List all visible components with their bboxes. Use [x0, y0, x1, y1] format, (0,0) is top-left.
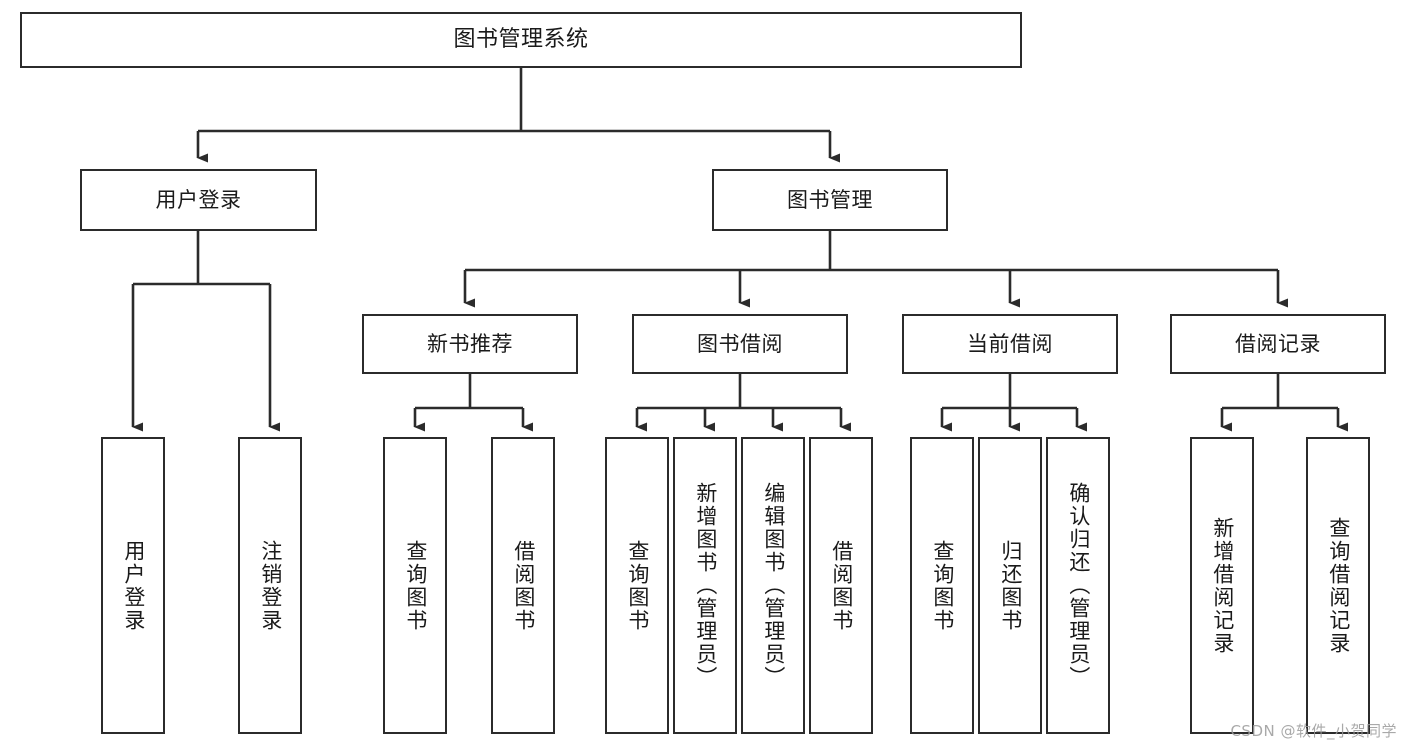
node-current-borrow[interactable]: 当前借阅: [902, 314, 1118, 374]
watermark: CSDN @软件_小贺同学: [1230, 722, 1397, 740]
node-label: 查询图书: [930, 539, 955, 632]
leaf-query-book-borrow[interactable]: 查询图书: [605, 437, 669, 734]
node-label: 编辑图书（管理员）: [761, 482, 786, 689]
node-label: 归还图书: [998, 539, 1023, 632]
leaf-borrow-book[interactable]: 借阅图书: [809, 437, 873, 734]
node-label: 确认归还（管理员）: [1066, 482, 1091, 689]
node-label: 图书借阅: [697, 331, 783, 356]
leaf-add-borrow-record[interactable]: 新增借阅记录: [1190, 437, 1254, 734]
node-borrow-record[interactable]: 借阅记录: [1170, 314, 1386, 374]
node-label: 图书管理: [787, 187, 873, 212]
node-label: 借阅记录: [1235, 331, 1321, 356]
leaf-query-borrow-record[interactable]: 查询借阅记录: [1306, 437, 1370, 734]
leaf-query-book-current[interactable]: 查询图书: [910, 437, 974, 734]
node-root-system[interactable]: 图书管理系统: [20, 12, 1022, 68]
node-new-book-recommend[interactable]: 新书推荐: [362, 314, 578, 374]
leaf-query-book-new[interactable]: 查询图书: [383, 437, 447, 734]
leaf-edit-book-admin[interactable]: 编辑图书（管理员）: [741, 437, 805, 734]
leaf-user-login[interactable]: 用户登录: [101, 437, 165, 734]
leaf-add-book-admin[interactable]: 新增图书（管理员）: [673, 437, 737, 734]
node-label: 用户登录: [155, 187, 242, 212]
node-label: 借阅图书: [511, 539, 536, 632]
node-label: 新增借阅记录: [1210, 516, 1235, 655]
node-label: 图书管理系统: [453, 27, 589, 53]
node-label: 用户登录: [121, 539, 146, 632]
node-label: 当前借阅: [967, 331, 1053, 356]
leaf-confirm-return-admin[interactable]: 确认归还（管理员）: [1046, 437, 1110, 734]
node-label: 查询图书: [625, 539, 650, 632]
node-label: 借阅图书: [829, 539, 854, 632]
node-label: 注销登录: [258, 539, 283, 632]
node-user-login[interactable]: 用户登录: [80, 169, 317, 231]
node-label: 查询借阅记录: [1326, 516, 1351, 655]
node-book-borrow[interactable]: 图书借阅: [632, 314, 848, 374]
node-label: 新书推荐: [427, 331, 513, 356]
leaf-borrow-book-new[interactable]: 借阅图书: [491, 437, 555, 734]
node-label: 查询图书: [403, 539, 428, 632]
leaf-return-book[interactable]: 归还图书: [978, 437, 1042, 734]
leaf-logout[interactable]: 注销登录: [238, 437, 302, 734]
node-book-management[interactable]: 图书管理: [712, 169, 948, 231]
node-label: 新增图书（管理员）: [693, 482, 718, 689]
